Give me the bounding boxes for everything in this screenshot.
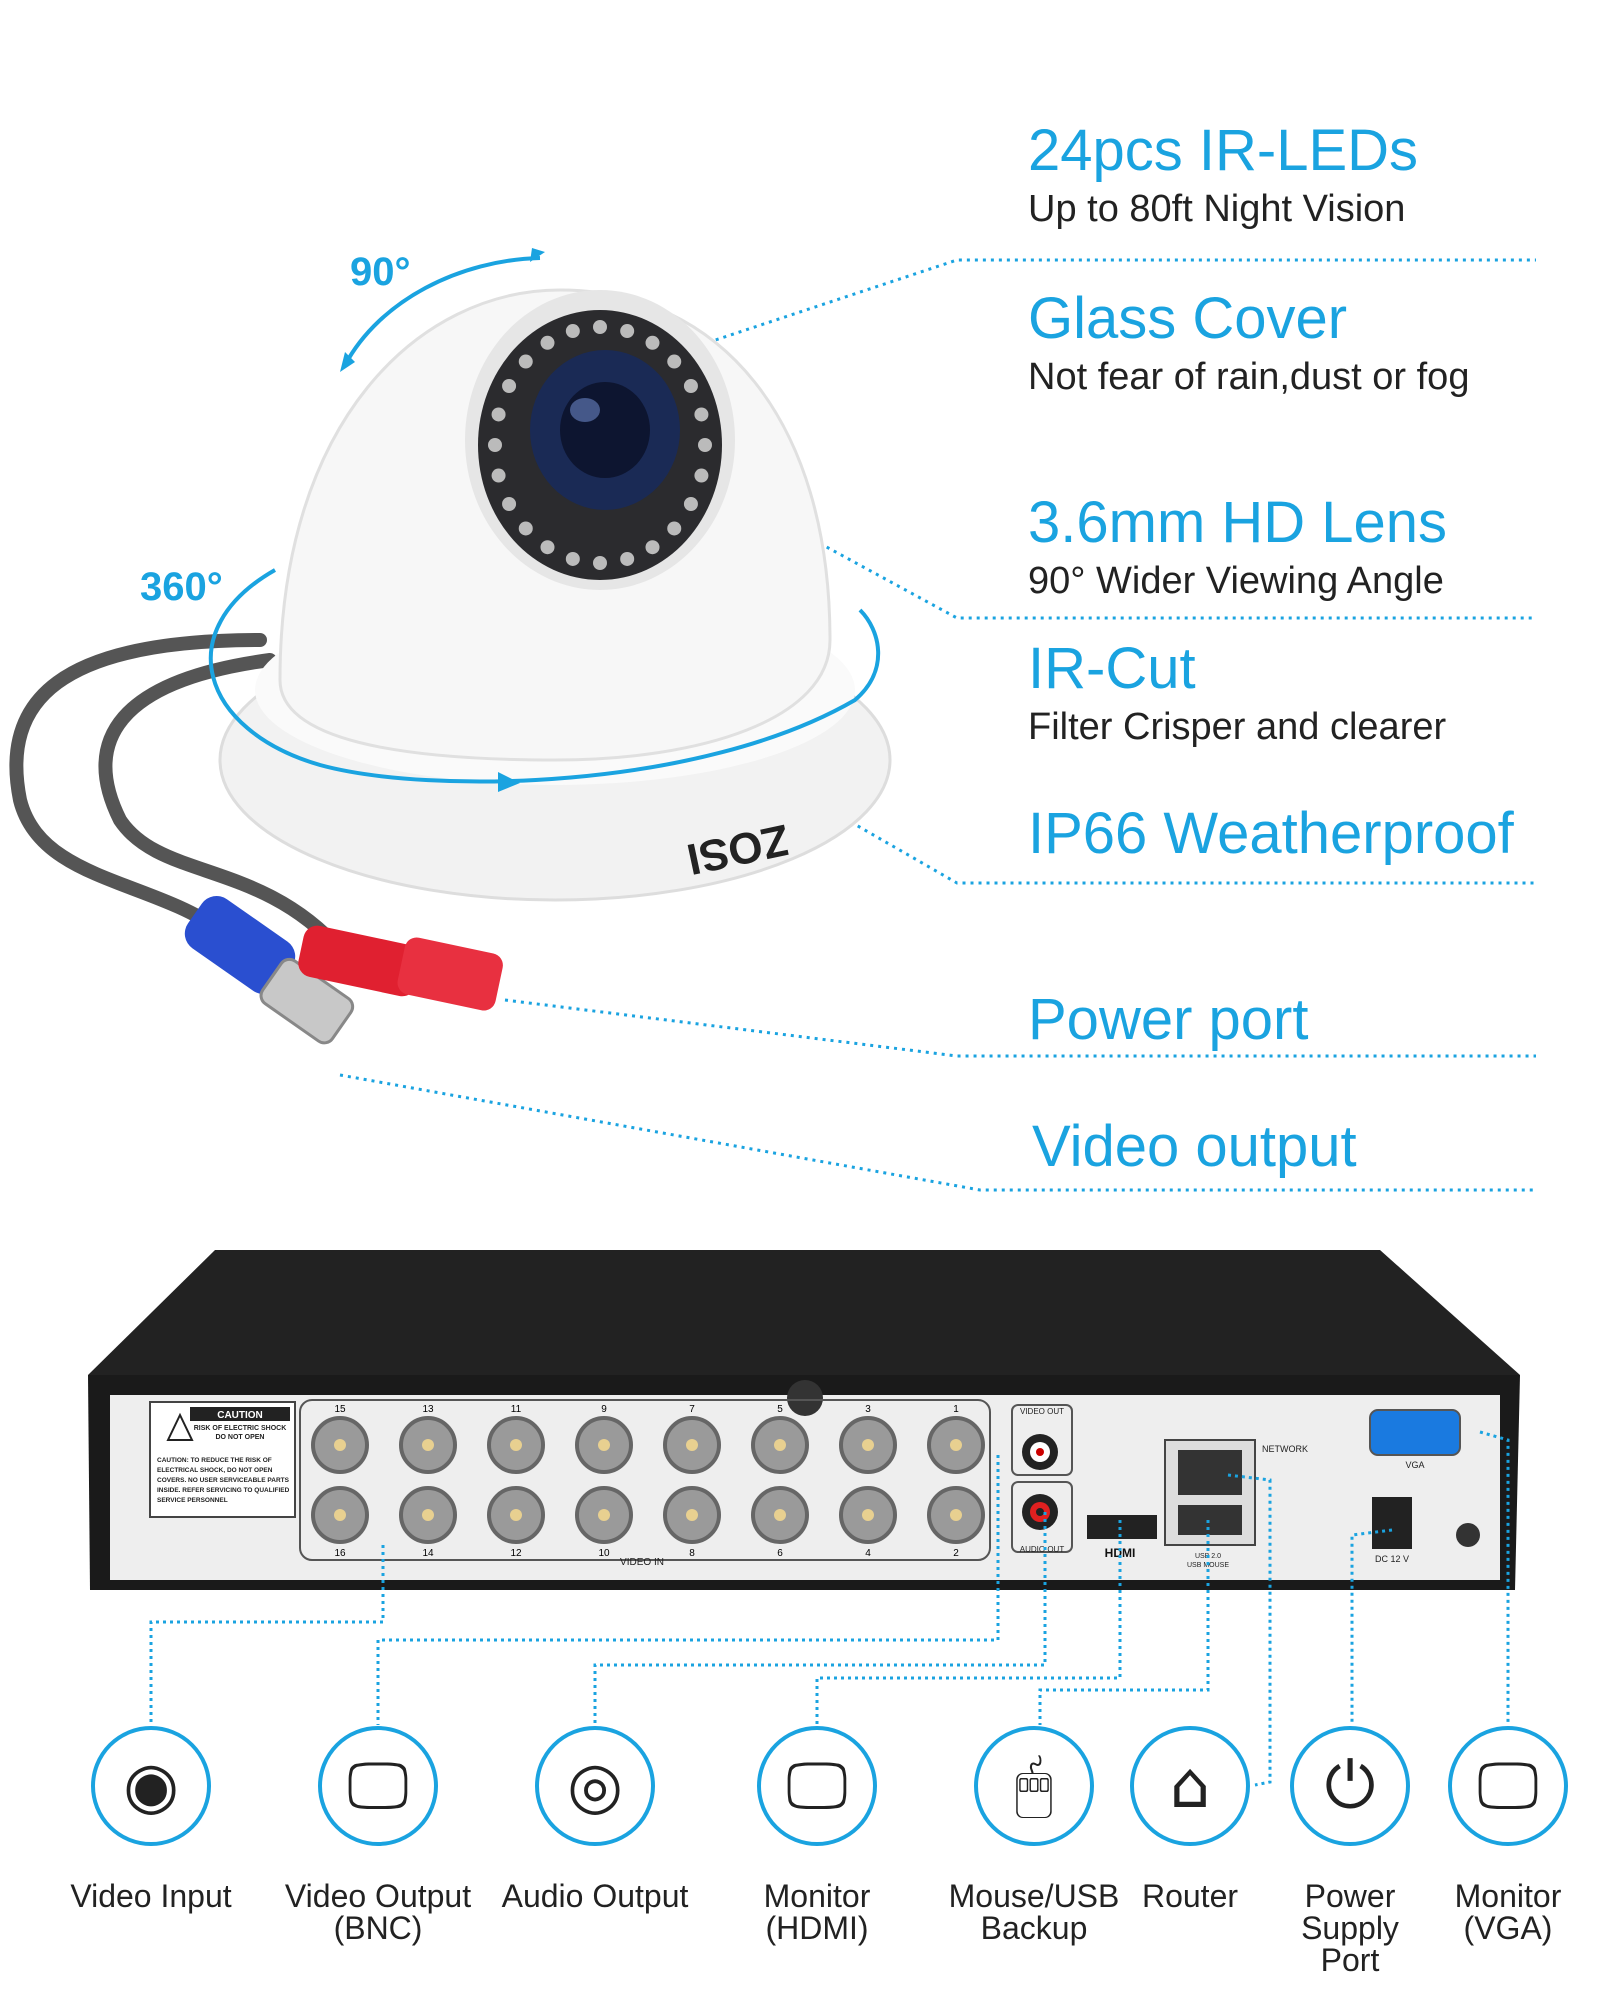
ir-led (694, 407, 709, 422)
ir-led (540, 335, 555, 350)
svg-text:DC 12 V: DC 12 V (1375, 1554, 1409, 1564)
svg-text:RISK OF ELECTRIC SHOCK: RISK OF ELECTRIC SHOCK (194, 1425, 287, 1432)
svg-text:VGA: VGA (1405, 1460, 1424, 1470)
feature-weatherproof: IP66 Weatherproof (1028, 801, 1514, 866)
ir-led (620, 551, 635, 566)
feature-power-port: Power port (1028, 987, 1309, 1052)
ir-led (488, 438, 502, 452)
port-icon-circle: 🖵 (1448, 1726, 1568, 1846)
ir-led (518, 521, 533, 536)
port-label: Audio Output (501, 1878, 689, 1914)
port-icon-circle: 🖵 (757, 1726, 877, 1846)
leader-lines (339, 258, 1536, 1192)
channel-label: 15 (334, 1404, 346, 1415)
ir-led (667, 521, 682, 536)
channel-label: 16 (334, 1548, 346, 1559)
channel-label: 10 (598, 1548, 610, 1559)
port-icon-circle: ⌂ (1130, 1726, 1250, 1846)
channel-label: 2 (953, 1548, 959, 1559)
ir-led (698, 438, 712, 452)
camera-cable (9, 633, 347, 957)
ir-led (502, 497, 517, 511)
channel-label: 13 (422, 1404, 434, 1415)
channel-label: 3 (865, 1404, 871, 1415)
port-icon-circle: ◉ (91, 1726, 211, 1846)
svg-text:CAUTION: CAUTION (217, 1410, 263, 1421)
monitor-icon: 🖵 (786, 1749, 848, 1823)
svg-text:AUDIO OUT: AUDIO OUT (1020, 1545, 1065, 1554)
ir-led (491, 468, 506, 483)
channel-label: 7 (689, 1404, 695, 1415)
port-icon-circle: ⏻ (1290, 1726, 1410, 1846)
speaker-icon: ◎ (567, 1749, 623, 1823)
monitor-icon: 🖵 (347, 1749, 409, 1823)
ir-led (565, 551, 580, 566)
channel-label: 9 (601, 1404, 607, 1415)
svg-text:COVERS. NO USER SERVICEABLE PA: COVERS. NO USER SERVICEABLE PARTS (157, 1477, 290, 1484)
port-icon-circle: 🖵 (318, 1726, 438, 1846)
svg-text:USB MOUSE: USB MOUSE (1187, 1562, 1229, 1569)
svg-text:HDMI: HDMI (1105, 1546, 1136, 1560)
svg-text:INSIDE. REFER SERVICING TO QUA: INSIDE. REFER SERVICING TO QUALIFIED (157, 1487, 290, 1494)
pan-angle: 360° (140, 565, 223, 609)
ir-led (593, 320, 607, 334)
ir-led (645, 540, 660, 555)
ir-led (565, 324, 580, 339)
channel-label: 4 (865, 1548, 871, 1559)
channel-label: 12 (510, 1548, 522, 1559)
channel-label: 5 (777, 1404, 783, 1415)
camera-icon: ◉ (123, 1749, 179, 1823)
bnc-connector (184, 895, 355, 1045)
mouse-icon: 🖱 (1014, 1749, 1054, 1823)
svg-text:SERVICE PERSONNEL: SERVICE PERSONNEL (157, 1497, 228, 1504)
svg-text:VIDEO IN: VIDEO IN (620, 1557, 664, 1568)
port-label: Router (1141, 1878, 1239, 1914)
ir-led (683, 497, 698, 511)
ir-led (667, 354, 682, 369)
ir-led (593, 556, 607, 570)
dome-camera: ZOSI (218, 288, 892, 902)
ir-led (645, 335, 660, 350)
ir-led (518, 354, 533, 369)
port-label: Video Output(BNC) (284, 1878, 472, 1946)
ir-led (491, 407, 506, 422)
svg-text:ELECTRICAL SHOCK, DO NOT OPEN: ELECTRICAL SHOCK, DO NOT OPEN (157, 1467, 273, 1474)
monitor-icon: 🖵 (1477, 1749, 1539, 1823)
router-icon: ⌂ (1169, 1749, 1211, 1823)
tilt-angle: 90° (350, 250, 411, 294)
channel-label: 1 (953, 1404, 959, 1415)
feature-video-output: Video output (1032, 1114, 1357, 1179)
power-icon: ⏻ (1324, 1749, 1376, 1823)
power-connector (298, 925, 503, 1011)
port-label: Monitor(VGA) (1454, 1878, 1562, 1946)
port-label: Monitor(HDMI) (763, 1878, 871, 1946)
port-leader-lines (149, 1430, 1510, 1787)
angle-arrows (208, 256, 881, 784)
dvr-recorder: CAUTION RISK OF ELECTRIC SHOCK DO NOT OP… (88, 1250, 1520, 1590)
ir-led (683, 379, 698, 393)
port-icon-circle: 🖱 (974, 1726, 1094, 1846)
svg-text:DO NOT OPEN: DO NOT OPEN (215, 1434, 264, 1441)
svg-text:CAUTION: TO REDUCE THE RISK OF: CAUTION: TO REDUCE THE RISK OF (157, 1457, 272, 1464)
svg-text:VIDEO OUT: VIDEO OUT (1020, 1407, 1064, 1416)
ir-led (620, 324, 635, 339)
port-icon-circle: ◎ (535, 1726, 655, 1846)
channel-label: 8 (689, 1548, 695, 1559)
ir-led (694, 468, 709, 483)
channel-label: 11 (511, 1404, 522, 1415)
ir-led (502, 379, 517, 393)
port-label: Video Input (70, 1878, 232, 1914)
ir-led (540, 540, 555, 555)
channel-label: 14 (422, 1548, 434, 1559)
channel-label: 6 (777, 1548, 783, 1559)
svg-text:NETWORK: NETWORK (1262, 1444, 1308, 1454)
